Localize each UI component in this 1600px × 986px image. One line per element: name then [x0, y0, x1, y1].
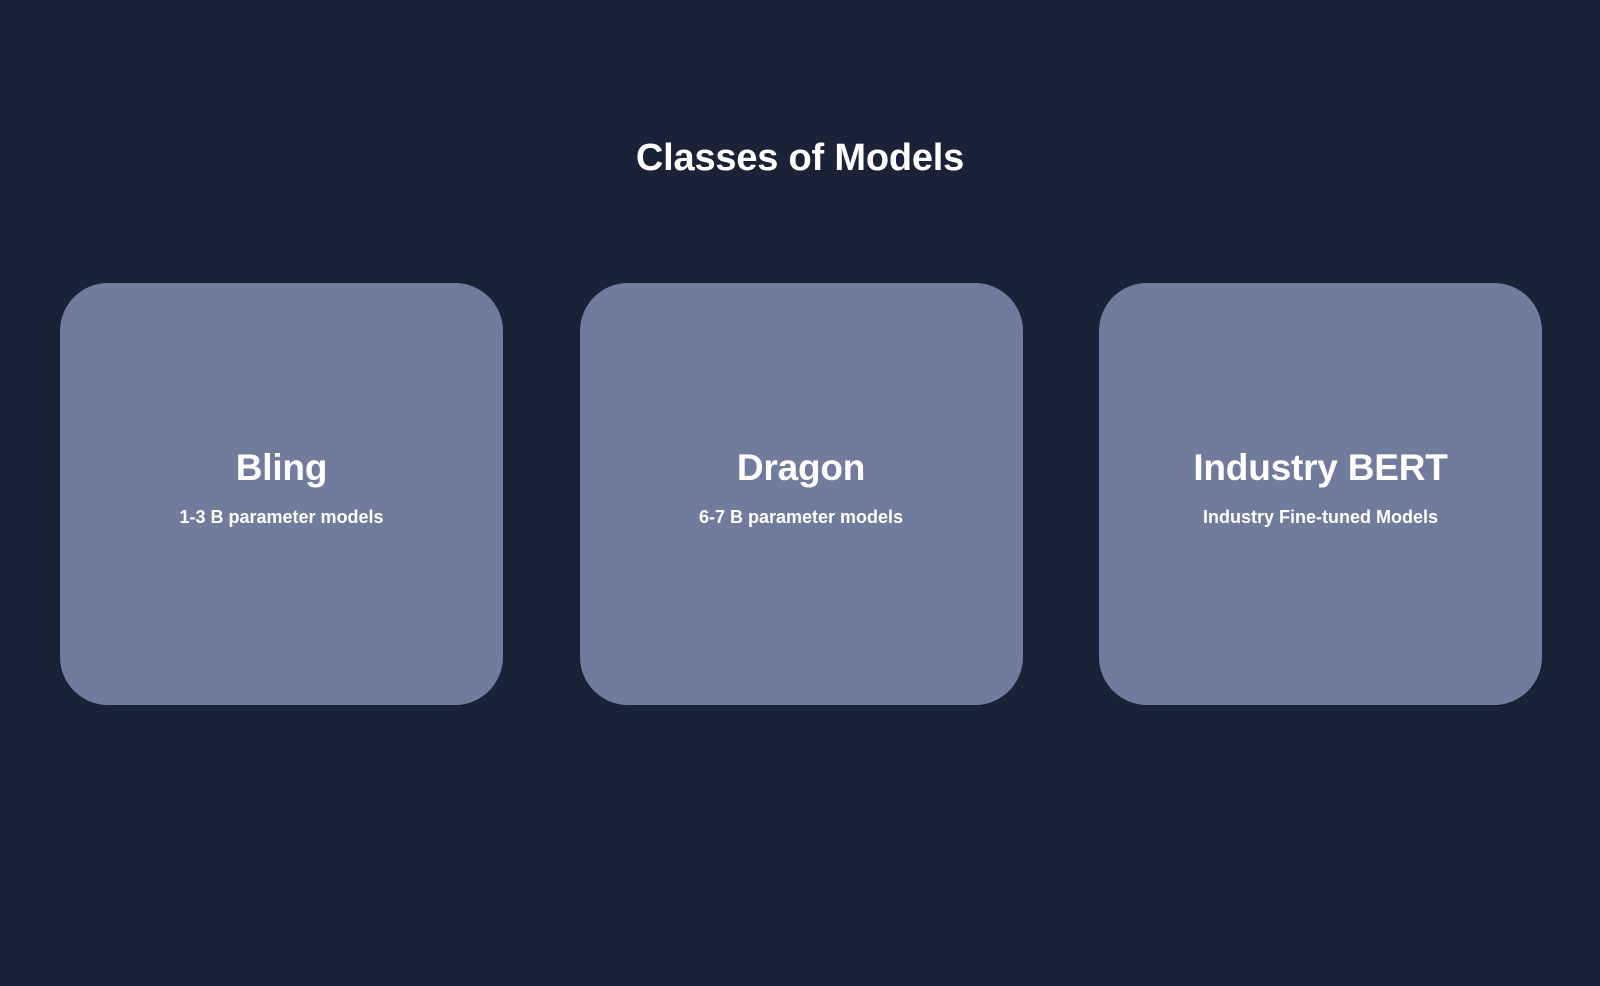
model-card-subtitle: 1-3 B parameter models [179, 507, 384, 527]
model-card-heading: Bling [235, 447, 328, 488]
model-card-heading: Industry BERT [1193, 447, 1448, 488]
model-card-heading: Dragon [736, 447, 866, 488]
model-card-bling[interactable]: Bling 1-3 B parameter models [60, 283, 503, 705]
model-card-subtitle: 6-7 B parameter models [698, 507, 904, 527]
model-card-industry-bert[interactable]: Industry BERT Industry Fine-tuned Models [1099, 283, 1542, 705]
model-card-subtitle: Industry Fine-tuned Models [1202, 507, 1438, 527]
model-class-card-row: Bling 1-3 B parameter models Dragon 6-7 … [60, 283, 1542, 705]
page-title: Classes of Models [635, 137, 965, 179]
model-card-dragon[interactable]: Dragon 6-7 B parameter models [579, 283, 1023, 705]
